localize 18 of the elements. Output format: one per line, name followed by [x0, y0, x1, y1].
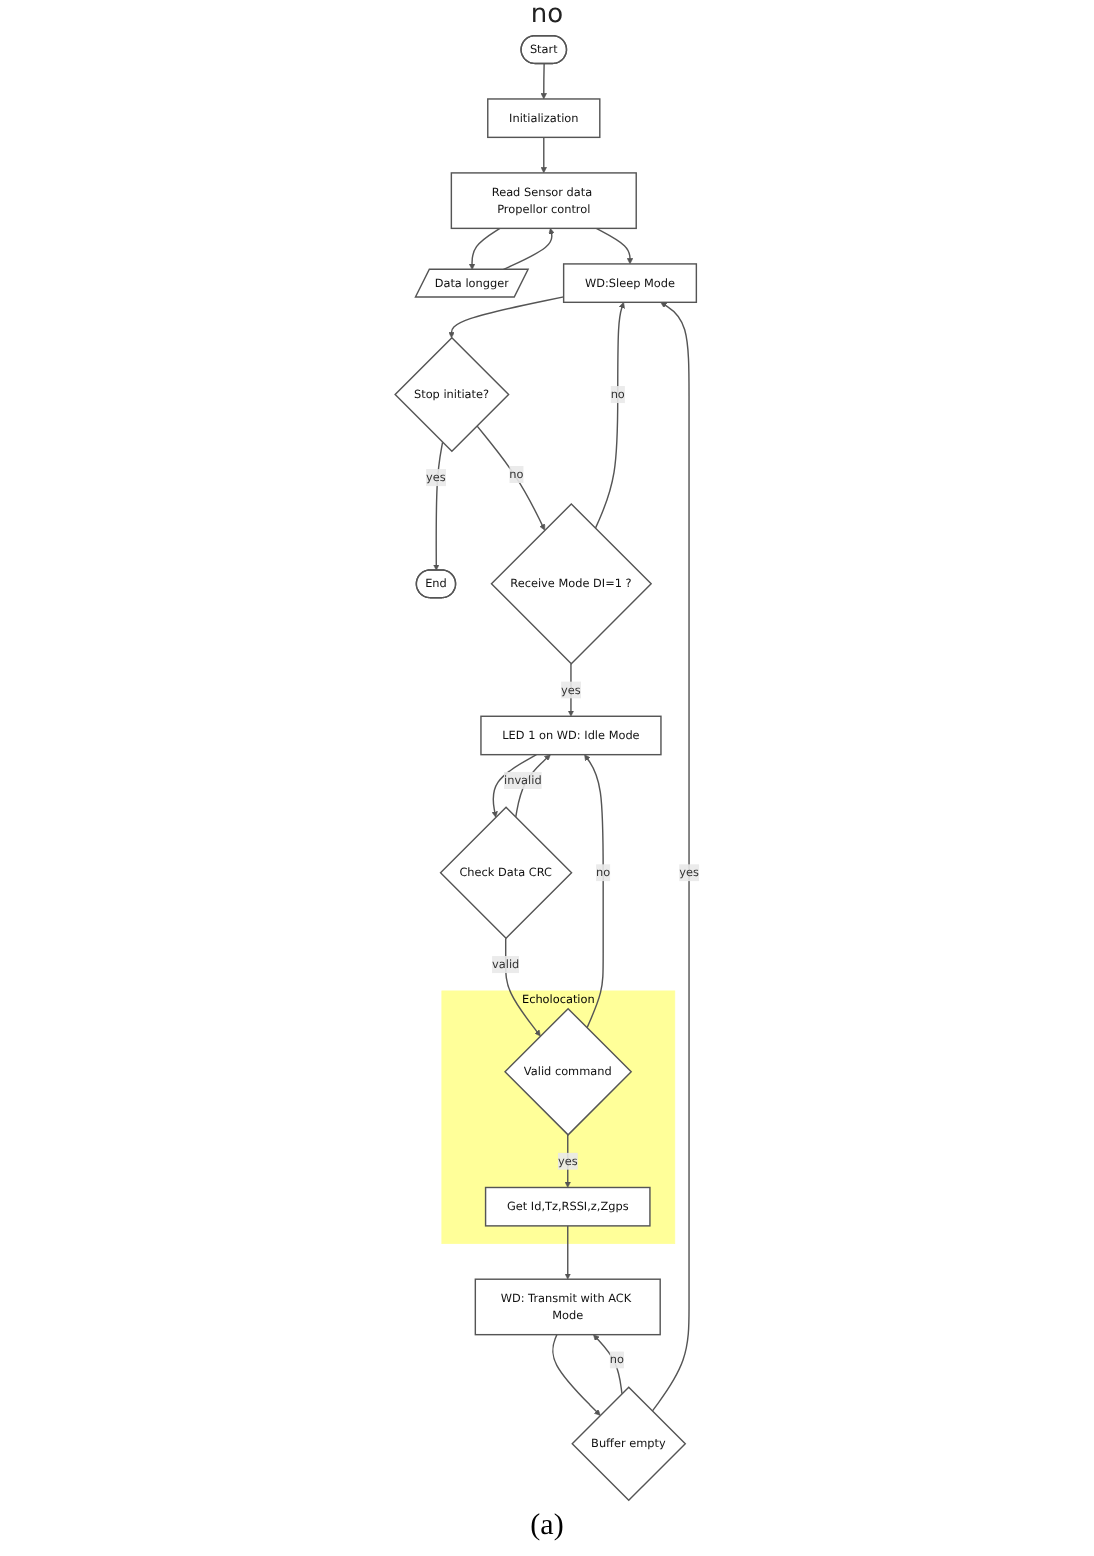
line-label: no: [530, 0, 564, 30]
arrow: [540, 63, 547, 100]
arrow: [491, 753, 538, 818]
arrow: [593, 1334, 623, 1395]
arrow: [448, 296, 565, 339]
arrow: [540, 136, 547, 174]
arrow: [595, 227, 634, 265]
arrow: [433, 441, 444, 571]
arrow: [505, 937, 541, 1037]
arrow: [584, 754, 604, 1029]
arrow: [468, 227, 501, 270]
arrow: [476, 425, 546, 531]
caption: (a): [530, 1510, 564, 1544]
arrow: [651, 302, 690, 1412]
arrow: [564, 1225, 571, 1280]
arrow: [594, 302, 625, 530]
arrow: [502, 228, 555, 271]
arrow: [552, 1333, 601, 1416]
